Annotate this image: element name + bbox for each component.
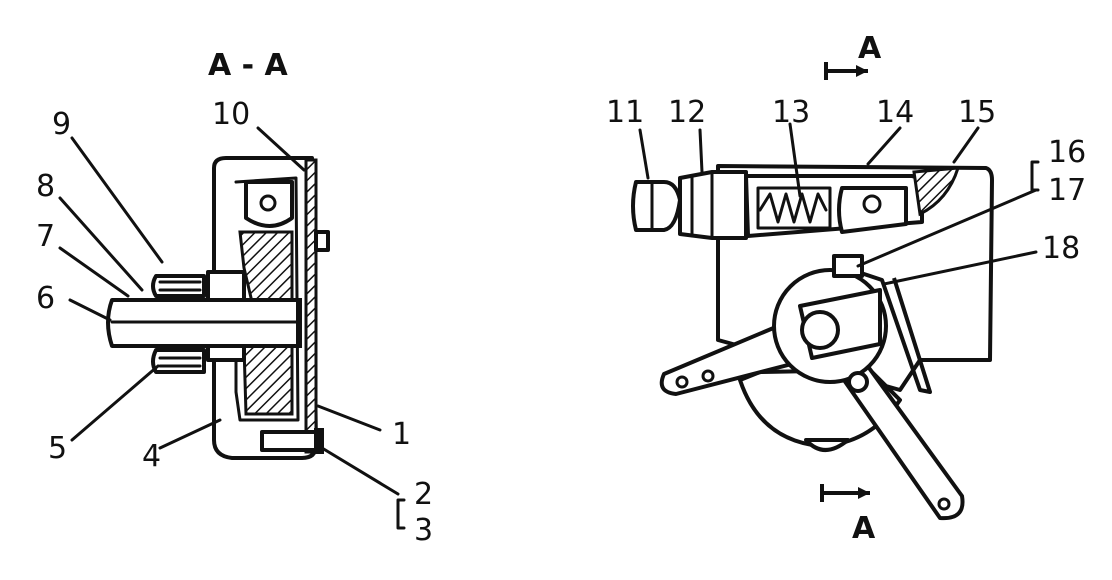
piston — [837, 186, 908, 234]
bracket-2-3 — [396, 498, 406, 530]
callout-14: 14 — [876, 95, 914, 130]
section-arrowhead-bottom — [858, 487, 870, 499]
cylinder-end-section — [912, 166, 961, 217]
arm-left-hole-1 — [675, 375, 689, 389]
callout-10: 10 — [212, 97, 250, 132]
callout-9: 9 — [52, 107, 71, 142]
callout-5: 5 — [48, 431, 67, 466]
nut-upper — [151, 274, 206, 298]
bracket-16-17 — [1030, 160, 1040, 192]
section-view-a-a: A - A — [36, 48, 433, 548]
shaft-center — [800, 310, 840, 350]
leader-14 — [866, 126, 902, 166]
leader-5 — [70, 364, 160, 442]
leader-4 — [158, 418, 222, 450]
arm-left-hole-2 — [701, 369, 715, 383]
nut-lower-thread — [158, 356, 202, 368]
spring — [758, 192, 828, 224]
leader-11 — [638, 128, 650, 180]
callout-6: 6 — [36, 281, 55, 316]
section-marker-bottom: A — [852, 511, 876, 546]
cover-stud — [314, 230, 330, 252]
bolt-lug — [244, 180, 294, 228]
callout-17: 17 — [1048, 173, 1086, 208]
lever-block-lower — [242, 344, 294, 416]
callout-1: 1 — [392, 417, 411, 452]
callout-15: 15 — [958, 95, 996, 130]
leader-9 — [70, 136, 164, 264]
pivot-bolt — [847, 371, 869, 393]
cover-plate — [304, 158, 318, 454]
spring-chamber — [756, 186, 832, 230]
callout-2: 2 — [414, 477, 433, 512]
bottom-bolt-head — [314, 428, 324, 454]
leader-2 — [320, 446, 400, 496]
callout-7: 7 — [36, 219, 55, 254]
piston-pin — [862, 194, 882, 214]
section-arrowhead-top — [856, 65, 868, 77]
shaft-end — [296, 298, 302, 348]
callout-11: 11 — [606, 95, 644, 130]
leader-6 — [68, 298, 112, 322]
leader-10 — [256, 126, 306, 172]
callout-4: 4 — [142, 439, 161, 474]
leader-7 — [58, 246, 130, 298]
arm-lower — [828, 348, 965, 521]
section-title: A - A — [208, 48, 289, 83]
arm-lower-hole — [937, 497, 951, 511]
leader-13 — [788, 122, 802, 198]
bottom-bolt — [260, 430, 318, 452]
leader-15 — [952, 126, 980, 164]
callout-8: 8 — [36, 169, 55, 204]
callout-3: 3 — [414, 513, 433, 548]
nut-upper-thread — [158, 280, 202, 292]
spring-plate — [857, 270, 932, 394]
spring-clip — [832, 254, 864, 278]
nut-lower — [151, 348, 206, 374]
callout-16: 16 — [1048, 135, 1086, 170]
leader-8 — [58, 196, 144, 292]
leader-17 — [856, 188, 1038, 268]
leader-18 — [882, 250, 1038, 286]
callout-18: 18 — [1042, 231, 1080, 266]
side-view: A A — [606, 31, 1086, 546]
cap-screw — [631, 180, 682, 232]
leader-1 — [316, 404, 382, 432]
bolt-hole — [259, 194, 277, 212]
drain-boss — [804, 438, 850, 452]
leader-12 — [698, 128, 704, 174]
adjuster-nut-flats — [690, 172, 714, 240]
callout-13: 13 — [772, 95, 810, 130]
housing-cavity — [234, 176, 300, 422]
section-marker-top: A — [858, 31, 882, 66]
callout-12: 12 — [668, 95, 706, 130]
